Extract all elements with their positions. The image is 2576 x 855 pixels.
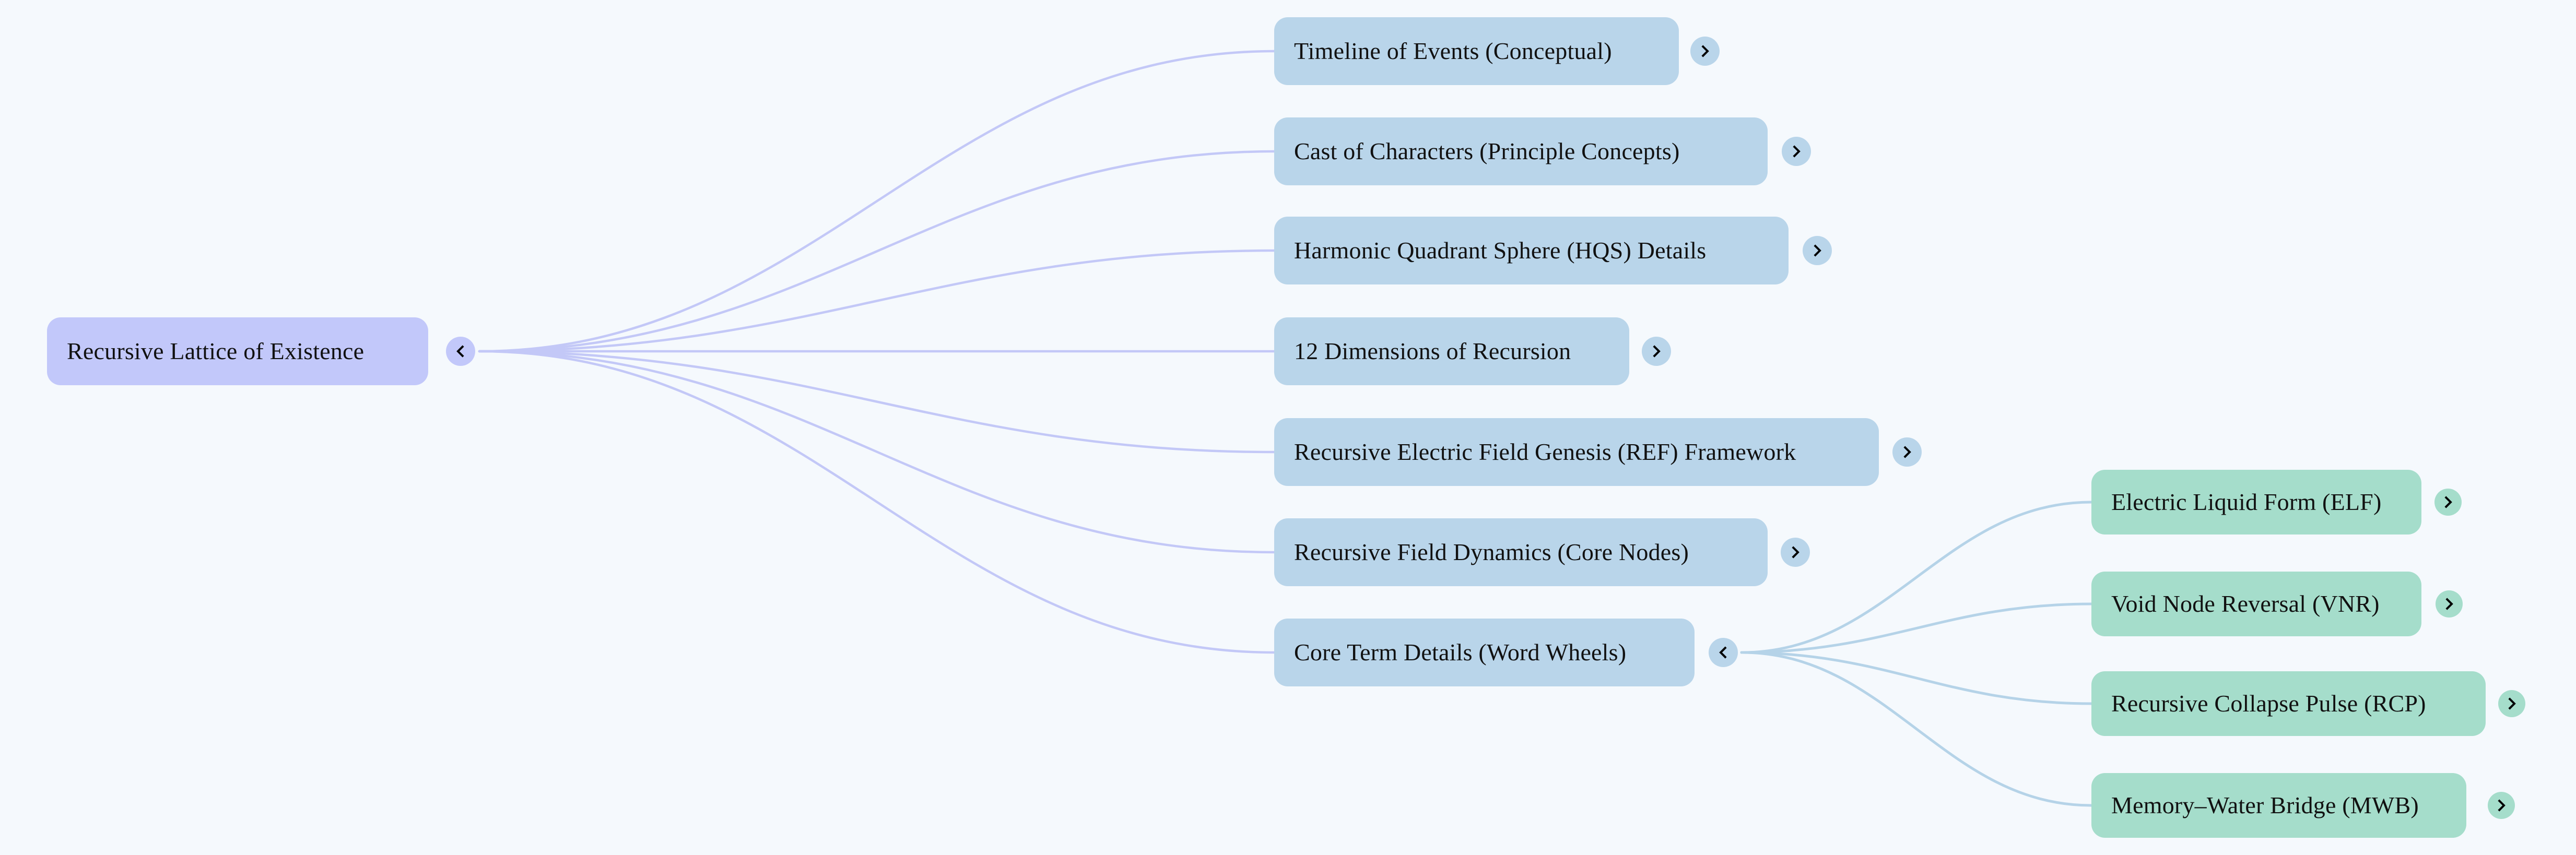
chevron-right-icon bbox=[1814, 244, 1821, 257]
node-recursive-field-dynamics-core-nodes[interactable]: Recursive Field Dynamics (Core Nodes) bbox=[1274, 518, 1768, 586]
node-label-timeline-of-events-conceptual: Timeline of Events (Conceptual) bbox=[1294, 38, 1612, 64]
chevron-right-icon bbox=[2498, 799, 2506, 812]
node-recursive-electric-field-genesis-ref-framework[interactable]: Recursive Electric Field Genesis (REF) F… bbox=[1274, 418, 1879, 486]
edge-root-to-level1-0 bbox=[478, 50, 1276, 353]
chevron-right-icon bbox=[1653, 345, 1661, 358]
node-root-label: Recursive Lattice of Existence bbox=[67, 338, 364, 364]
root-collapse-toggle[interactable] bbox=[446, 337, 475, 366]
chevron-right-icon bbox=[1903, 446, 1911, 458]
edge-root-to-level1-4 bbox=[478, 350, 1276, 454]
node-electric-liquid-form-elf[interactable]: Electric Liquid Form (ELF) bbox=[2091, 470, 2421, 535]
expand-toggle-void-node-reversal-vnr[interactable] bbox=[2436, 590, 2463, 618]
chevron-right-icon bbox=[1793, 145, 1801, 158]
edge-level1-to-level2-0 bbox=[1740, 501, 2093, 654]
edge-level1-to-level2-1 bbox=[1740, 602, 2093, 654]
expand-toggle-harmonic-quadrant-sphere-hqs-details[interactable] bbox=[1803, 236, 1832, 265]
node-harmonic-quadrant-sphere-hqs-details[interactable]: Harmonic Quadrant Sphere (HQS) Details bbox=[1274, 217, 1789, 284]
chevron-right-icon bbox=[2444, 496, 2452, 508]
node-label-recursive-collapse-pulse-rcp: Recursive Collapse Pulse (RCP) bbox=[2111, 690, 2426, 717]
node-label-memory-water-bridge-mwb: Memory–Water Bridge (MWB) bbox=[2111, 792, 2419, 818]
expand-toggle-electric-liquid-form-elf[interactable] bbox=[2434, 489, 2462, 516]
node-cast-of-characters-principle-concepts[interactable]: Cast of Characters (Principle Concepts) bbox=[1274, 117, 1768, 185]
node-label-electric-liquid-form-elf: Electric Liquid Form (ELF) bbox=[2111, 489, 2382, 515]
node-void-node-reversal-vnr[interactable]: Void Node Reversal (VNR) bbox=[2091, 572, 2421, 636]
node-label-harmonic-quadrant-sphere-hqs-details: Harmonic Quadrant Sphere (HQS) Details bbox=[1294, 237, 1707, 264]
expand-toggle-timeline-of-events-conceptual[interactable] bbox=[1690, 37, 1720, 66]
edge-level1-to-level2-3 bbox=[1740, 651, 2093, 807]
chevron-right-icon bbox=[2445, 598, 2453, 610]
expand-toggle-memory-water-bridge-mwb[interactable] bbox=[2488, 792, 2515, 819]
expand-toggle-recursive-field-dynamics-core-nodes[interactable] bbox=[1781, 538, 1810, 567]
node-root[interactable]: Recursive Lattice of Existence bbox=[47, 317, 428, 385]
chevron-right-icon bbox=[1701, 45, 1709, 57]
expand-toggle-cast-of-characters-principle-concepts[interactable] bbox=[1782, 137, 1811, 166]
edge-root-to-level1-1 bbox=[478, 150, 1276, 353]
expand-toggle-12-dimensions-of-recursion[interactable] bbox=[1642, 337, 1671, 366]
edge-root-to-level1-5 bbox=[478, 350, 1276, 554]
chevron-right-icon bbox=[1792, 546, 1799, 559]
expand-toggle-recursive-electric-field-genesis-ref-framework[interactable] bbox=[1892, 437, 1922, 467]
node-label-recursive-electric-field-genesis-ref-framework: Recursive Electric Field Genesis (REF) F… bbox=[1294, 438, 1796, 465]
node-label-core-term-details-word-wheels: Core Term Details (Word Wheels) bbox=[1294, 639, 1627, 666]
chevron-left-icon bbox=[456, 345, 464, 358]
node-label-void-node-reversal-vnr: Void Node Reversal (VNR) bbox=[2111, 590, 2380, 617]
node-label-12-dimensions-of-recursion: 12 Dimensions of Recursion bbox=[1294, 338, 1571, 364]
edge-level1-to-level2-2 bbox=[1740, 651, 2093, 705]
node-12-dimensions-of-recursion[interactable]: 12 Dimensions of Recursion bbox=[1274, 317, 1629, 385]
node-label-recursive-field-dynamics-core-nodes: Recursive Field Dynamics (Core Nodes) bbox=[1294, 539, 1689, 565]
node-recursive-collapse-pulse-rcp[interactable]: Recursive Collapse Pulse (RCP) bbox=[2091, 671, 2486, 736]
edge-root-to-level1-6 bbox=[478, 350, 1276, 654]
node-memory-water-bridge-mwb[interactable]: Memory–Water Bridge (MWB) bbox=[2091, 773, 2466, 838]
edge-root-to-level1-2 bbox=[478, 249, 1276, 353]
chevron-right-icon bbox=[2508, 697, 2516, 710]
expand-toggle-recursive-collapse-pulse-rcp[interactable] bbox=[2498, 690, 2525, 717]
chevron-left-icon bbox=[1719, 646, 1727, 659]
node-timeline-of-events-conceptual[interactable]: Timeline of Events (Conceptual) bbox=[1274, 17, 1679, 85]
collapse-toggle-core-term-details-word-wheels[interactable] bbox=[1709, 638, 1738, 667]
node-core-term-details-word-wheels[interactable]: Core Term Details (Word Wheels) bbox=[1274, 619, 1695, 686]
node-label-cast-of-characters-principle-concepts: Cast of Characters (Principle Concepts) bbox=[1294, 138, 1680, 164]
